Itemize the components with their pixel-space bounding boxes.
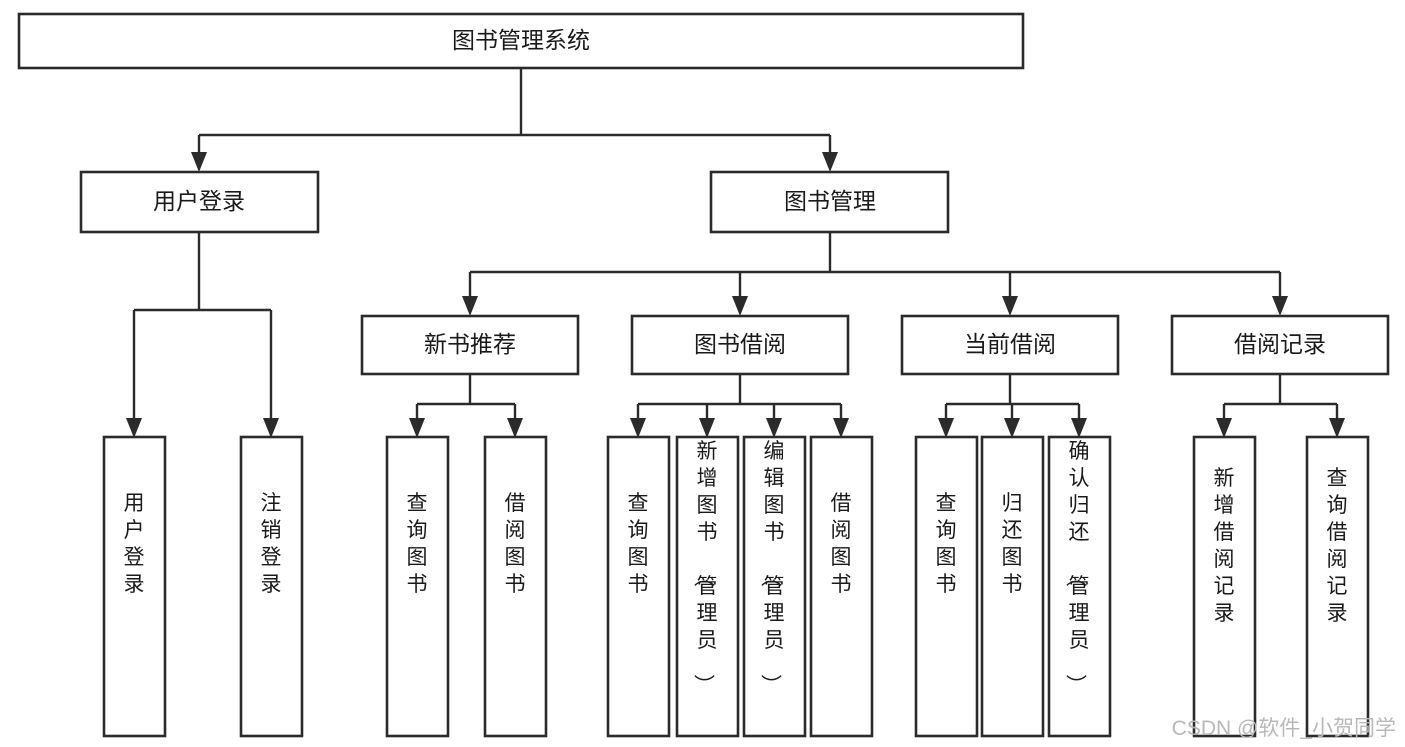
leaf-borrow-book-recommend-label: 借阅图书	[505, 492, 526, 596]
node-book-borrow[interactable]: 图书借阅	[630, 314, 850, 376]
arrow-to-borrow-records	[1272, 296, 1288, 316]
leaf-edit-book-box[interactable]	[742, 435, 807, 738]
node-book-management[interactable]: 图书管理	[709, 170, 950, 234]
leaf-query-book-current-label: 查询图书	[936, 492, 957, 596]
leaf-logout-label: 注销登录	[261, 492, 282, 596]
leaf-user-login-box[interactable]	[102, 435, 167, 738]
node-new-book-recommend-label: 新书推荐	[424, 331, 516, 357]
arrow-leaf-confirm-return	[1071, 418, 1087, 438]
node-new-book-recommend[interactable]: 新书推荐	[360, 314, 580, 376]
leaf-borrow-book-recommend[interactable]: 借阅图书	[483, 435, 548, 738]
node-root-label: 图书管理系统	[452, 27, 590, 53]
node-user-login-label: 用户登录	[153, 188, 245, 214]
arrow-to-user-login	[191, 152, 207, 172]
node-borrow-records-box[interactable]	[1170, 314, 1390, 376]
arrow-to-book-borrow	[732, 296, 748, 316]
leaf-user-login-label: 用户登录	[124, 492, 145, 596]
leaf-add-borrow-record-label: 新增借阅记录	[1214, 467, 1235, 625]
leaf-query-book-current[interactable]: 查询图书	[914, 435, 979, 738]
node-user-login[interactable]: 用户登录	[79, 170, 320, 234]
node-book-borrow-box[interactable]	[630, 314, 850, 376]
node-book-borrow-label: 图书借阅	[694, 331, 786, 357]
arrow-leaf-query-record	[1329, 418, 1345, 438]
leaf-edit-book-label: 编辑图书（管理员）	[759, 440, 785, 695]
leaf-confirm-return-label: 确认归还（管理员）	[1064, 440, 1090, 695]
leaf-query-borrow-record[interactable]: 查询借阅记录	[1305, 435, 1370, 738]
arrow-leaf-add-record	[1216, 418, 1232, 438]
leaf-borrow-book-recommend-box[interactable]	[483, 435, 548, 738]
leaf-add-borrow-record-box[interactable]	[1192, 435, 1257, 738]
leaf-query-borrow-record-box[interactable]	[1305, 435, 1370, 738]
arrow-leaf-query-book-a	[409, 418, 425, 438]
arrow-leaf-borrow-book-a	[507, 418, 523, 438]
leaf-logout-box[interactable]	[239, 435, 304, 738]
arrow-leaf-edit-book	[766, 418, 782, 438]
leaf-return-book-label: 归还图书	[1002, 492, 1023, 596]
arrow-to-current-borrow	[1002, 296, 1018, 316]
leaf-user-login[interactable]: 用户登录	[102, 435, 167, 738]
leaf-query-book-current-box[interactable]	[914, 435, 979, 738]
connector-group	[126, 68, 1345, 438]
leaf-return-book[interactable]: 归还图书	[980, 435, 1045, 738]
node-root-box[interactable]	[17, 12, 1025, 70]
leaf-borrow-book-box[interactable]	[809, 435, 874, 738]
arrow-leaf-return-book	[1004, 418, 1020, 438]
node-borrow-records-label: 借阅记录	[1234, 331, 1326, 357]
leaf-add-book[interactable]: 新增图书（管理员）	[675, 435, 740, 738]
leaf-query-book-recommend-box[interactable]	[385, 435, 450, 738]
leaf-add-book-box[interactable]	[675, 435, 740, 738]
leaf-query-book-borrow[interactable]: 查询图书	[606, 435, 671, 738]
node-new-book-recommend-box[interactable]	[360, 314, 580, 376]
leaf-borrow-book-label: 借阅图书	[831, 492, 852, 596]
arrow-leaf-logout	[263, 418, 279, 438]
leaf-borrow-book[interactable]: 借阅图书	[809, 435, 874, 738]
leaf-query-book-borrow-box[interactable]	[606, 435, 671, 738]
leaf-confirm-return[interactable]: 确认归还（管理员）	[1047, 435, 1112, 738]
csdn-watermark: CSDN @软件_小贺同学	[1172, 717, 1396, 740]
leaf-add-borrow-record[interactable]: 新增借阅记录	[1192, 435, 1257, 738]
node-current-borrow-label: 当前借阅	[964, 331, 1056, 357]
leaf-edit-book[interactable]: 编辑图书（管理员）	[742, 435, 807, 738]
leaf-query-book-borrow-label: 查询图书	[628, 492, 649, 596]
node-current-borrow[interactable]: 当前借阅	[900, 314, 1120, 376]
leaf-query-borrow-record-label: 查询借阅记录	[1327, 467, 1348, 625]
node-book-management-label: 图书管理	[784, 188, 876, 214]
leaf-confirm-return-box[interactable]	[1047, 435, 1112, 738]
arrow-to-new-book	[462, 296, 478, 316]
arrow-leaf-query-book-b	[630, 418, 646, 438]
node-current-borrow-box[interactable]	[900, 314, 1120, 376]
arrow-leaf-query-book-c	[938, 418, 954, 438]
arrow-leaf-user-login	[126, 418, 142, 438]
node-user-login-box[interactable]	[79, 170, 320, 234]
leaf-return-book-box[interactable]	[980, 435, 1045, 738]
arrow-leaf-add-book	[699, 418, 715, 438]
node-book-management-box[interactable]	[709, 170, 950, 234]
arrow-leaf-borrow-book-b	[833, 418, 849, 438]
arrow-to-book-mgmt	[822, 152, 838, 172]
leaf-query-book-recommend[interactable]: 查询图书	[385, 435, 450, 738]
leaf-query-book-recommend-label: 查询图书	[407, 492, 428, 596]
leaf-logout[interactable]: 注销登录	[239, 435, 304, 738]
node-root[interactable]: 图书管理系统	[17, 12, 1025, 70]
node-borrow-records[interactable]: 借阅记录	[1170, 314, 1390, 376]
leaf-add-book-label: 新增图书（管理员）	[692, 440, 718, 695]
